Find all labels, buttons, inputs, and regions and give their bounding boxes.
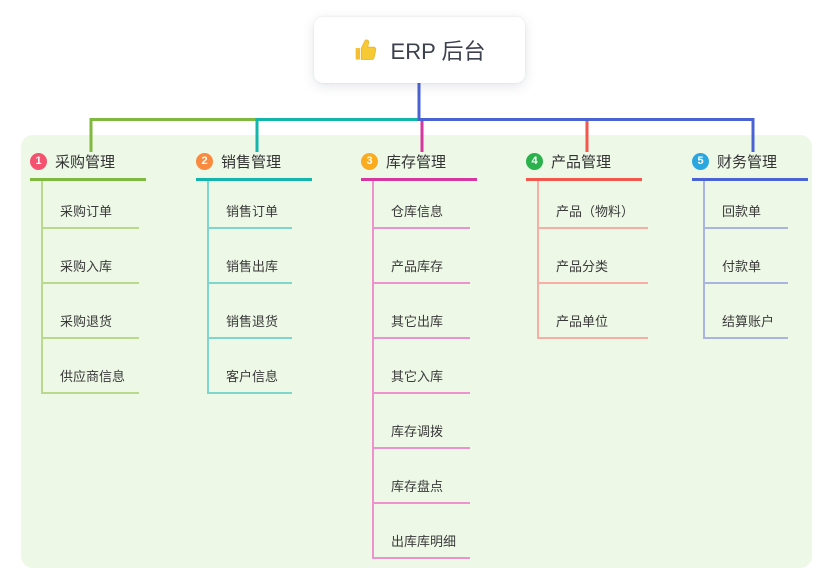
branch: 2 销售管理 销售订单 销售出库 销售退货 客户信息 bbox=[196, 151, 312, 394]
branch-title-node[interactable]: 1 采购管理 bbox=[30, 151, 146, 181]
item-label: 库存调拨 bbox=[391, 424, 444, 439]
branch-title-node[interactable]: 4 产品管理 bbox=[526, 151, 642, 181]
branch-label: 采购管理 bbox=[55, 153, 116, 171]
branch-title-node[interactable]: 2 销售管理 bbox=[196, 151, 312, 181]
root-node[interactable]: ERP 后台 bbox=[314, 17, 525, 83]
mindmap-item-node[interactable]: 产品分类 bbox=[539, 229, 649, 284]
item-label: 客户信息 bbox=[226, 369, 279, 384]
root-node-label: ERP 后台 bbox=[390, 39, 486, 64]
item-label: 回款单 bbox=[722, 204, 762, 219]
item-label: 产品（物料） bbox=[556, 204, 635, 219]
mindmap-item-node[interactable]: 采购入库 bbox=[43, 229, 140, 284]
mindmap-item-node[interactable]: 付款单 bbox=[705, 229, 789, 284]
mindmap-item-node[interactable]: 采购退货 bbox=[43, 284, 140, 339]
mindmap-item-node[interactable]: 其它出库 bbox=[374, 284, 471, 339]
item-label: 采购订单 bbox=[60, 204, 113, 219]
branch: 4 产品管理 产品（物料） 产品分类 产品单位 bbox=[526, 151, 649, 339]
item-label: 产品分类 bbox=[556, 259, 609, 274]
item-label: 仓库信息 bbox=[391, 204, 444, 219]
branch-label: 产品管理 bbox=[551, 153, 612, 171]
mindmap-item-node[interactable]: 库存调拨 bbox=[374, 394, 471, 449]
mindmap-item-node[interactable]: 供应商信息 bbox=[43, 339, 140, 394]
item-label: 采购入库 bbox=[60, 259, 113, 274]
item-label: 产品单位 bbox=[556, 314, 609, 329]
item-label: 付款单 bbox=[722, 259, 762, 274]
mindmap-item-node[interactable]: 出库库明细 bbox=[374, 504, 471, 559]
item-label: 销售出库 bbox=[226, 259, 279, 274]
branch-number-badge: 5 bbox=[692, 152, 709, 170]
branch-number-badge: 3 bbox=[361, 152, 378, 170]
branch: 5 财务管理 回款单 付款单 结算账户 bbox=[692, 151, 808, 339]
branch-label: 库存管理 bbox=[386, 153, 447, 171]
branch-title-node[interactable]: 3 库存管理 bbox=[361, 151, 477, 181]
mindmap-item-node[interactable]: 销售出库 bbox=[209, 229, 293, 284]
item-label: 其它入库 bbox=[391, 369, 444, 384]
mindmap-item-node[interactable]: 产品（物料） bbox=[539, 181, 649, 229]
branch-label: 财务管理 bbox=[717, 153, 778, 171]
mindmap-item-node[interactable]: 回款单 bbox=[705, 181, 789, 229]
mindmap-item-node[interactable]: 结算账户 bbox=[705, 284, 789, 339]
branch-label: 销售管理 bbox=[221, 153, 282, 171]
branch-number-badge: 2 bbox=[196, 152, 213, 170]
item-label: 销售退货 bbox=[226, 314, 279, 329]
mindmap-item-node[interactable]: 产品库存 bbox=[374, 229, 471, 284]
mindmap-item-node[interactable]: 销售退货 bbox=[209, 284, 293, 339]
branch-item-list: 回款单 付款单 结算账户 bbox=[703, 181, 789, 339]
branch-number-badge: 4 bbox=[526, 152, 543, 170]
branch-number-badge: 1 bbox=[30, 152, 47, 170]
branch-item-list: 采购订单 采购入库 采购退货 供应商信息 bbox=[41, 181, 140, 394]
branch: 1 采购管理 采购订单 采购入库 采购退货 供应商信息 bbox=[30, 151, 146, 394]
mindmap-item-node[interactable]: 产品单位 bbox=[539, 284, 649, 339]
item-label: 供应商信息 bbox=[60, 369, 126, 384]
thumbs-up-icon bbox=[355, 39, 376, 60]
item-label: 产品库存 bbox=[391, 259, 444, 274]
item-label: 结算账户 bbox=[722, 314, 775, 329]
branch-item-list: 产品（物料） 产品分类 产品单位 bbox=[537, 181, 649, 339]
branch-item-list: 仓库信息 产品库存 其它出库 其它入库 库存调拨 库存盘点 出库库明细 bbox=[372, 181, 471, 559]
branch-title-node[interactable]: 5 财务管理 bbox=[692, 151, 808, 181]
branch-item-list: 销售订单 销售出库 销售退货 客户信息 bbox=[207, 181, 293, 394]
mindmap-item-node[interactable]: 其它入库 bbox=[374, 339, 471, 394]
item-label: 出库库明细 bbox=[391, 534, 457, 549]
mindmap-item-node[interactable]: 销售订单 bbox=[209, 181, 293, 229]
mindmap-item-node[interactable]: 仓库信息 bbox=[374, 181, 471, 229]
item-label: 其它出库 bbox=[391, 314, 444, 329]
mindmap-item-node[interactable]: 采购订单 bbox=[43, 181, 140, 229]
item-label: 采购退货 bbox=[60, 314, 113, 329]
mindmap-background-panel bbox=[21, 135, 812, 568]
mindmap-item-node[interactable]: 客户信息 bbox=[209, 339, 293, 394]
item-label: 销售订单 bbox=[226, 204, 279, 219]
branch: 3 库存管理 仓库信息 产品库存 其它出库 其它入库 库存调拨 库存盘点 出库库… bbox=[361, 151, 477, 559]
mindmap-item-node[interactable]: 库存盘点 bbox=[374, 449, 471, 504]
item-label: 库存盘点 bbox=[391, 479, 444, 494]
